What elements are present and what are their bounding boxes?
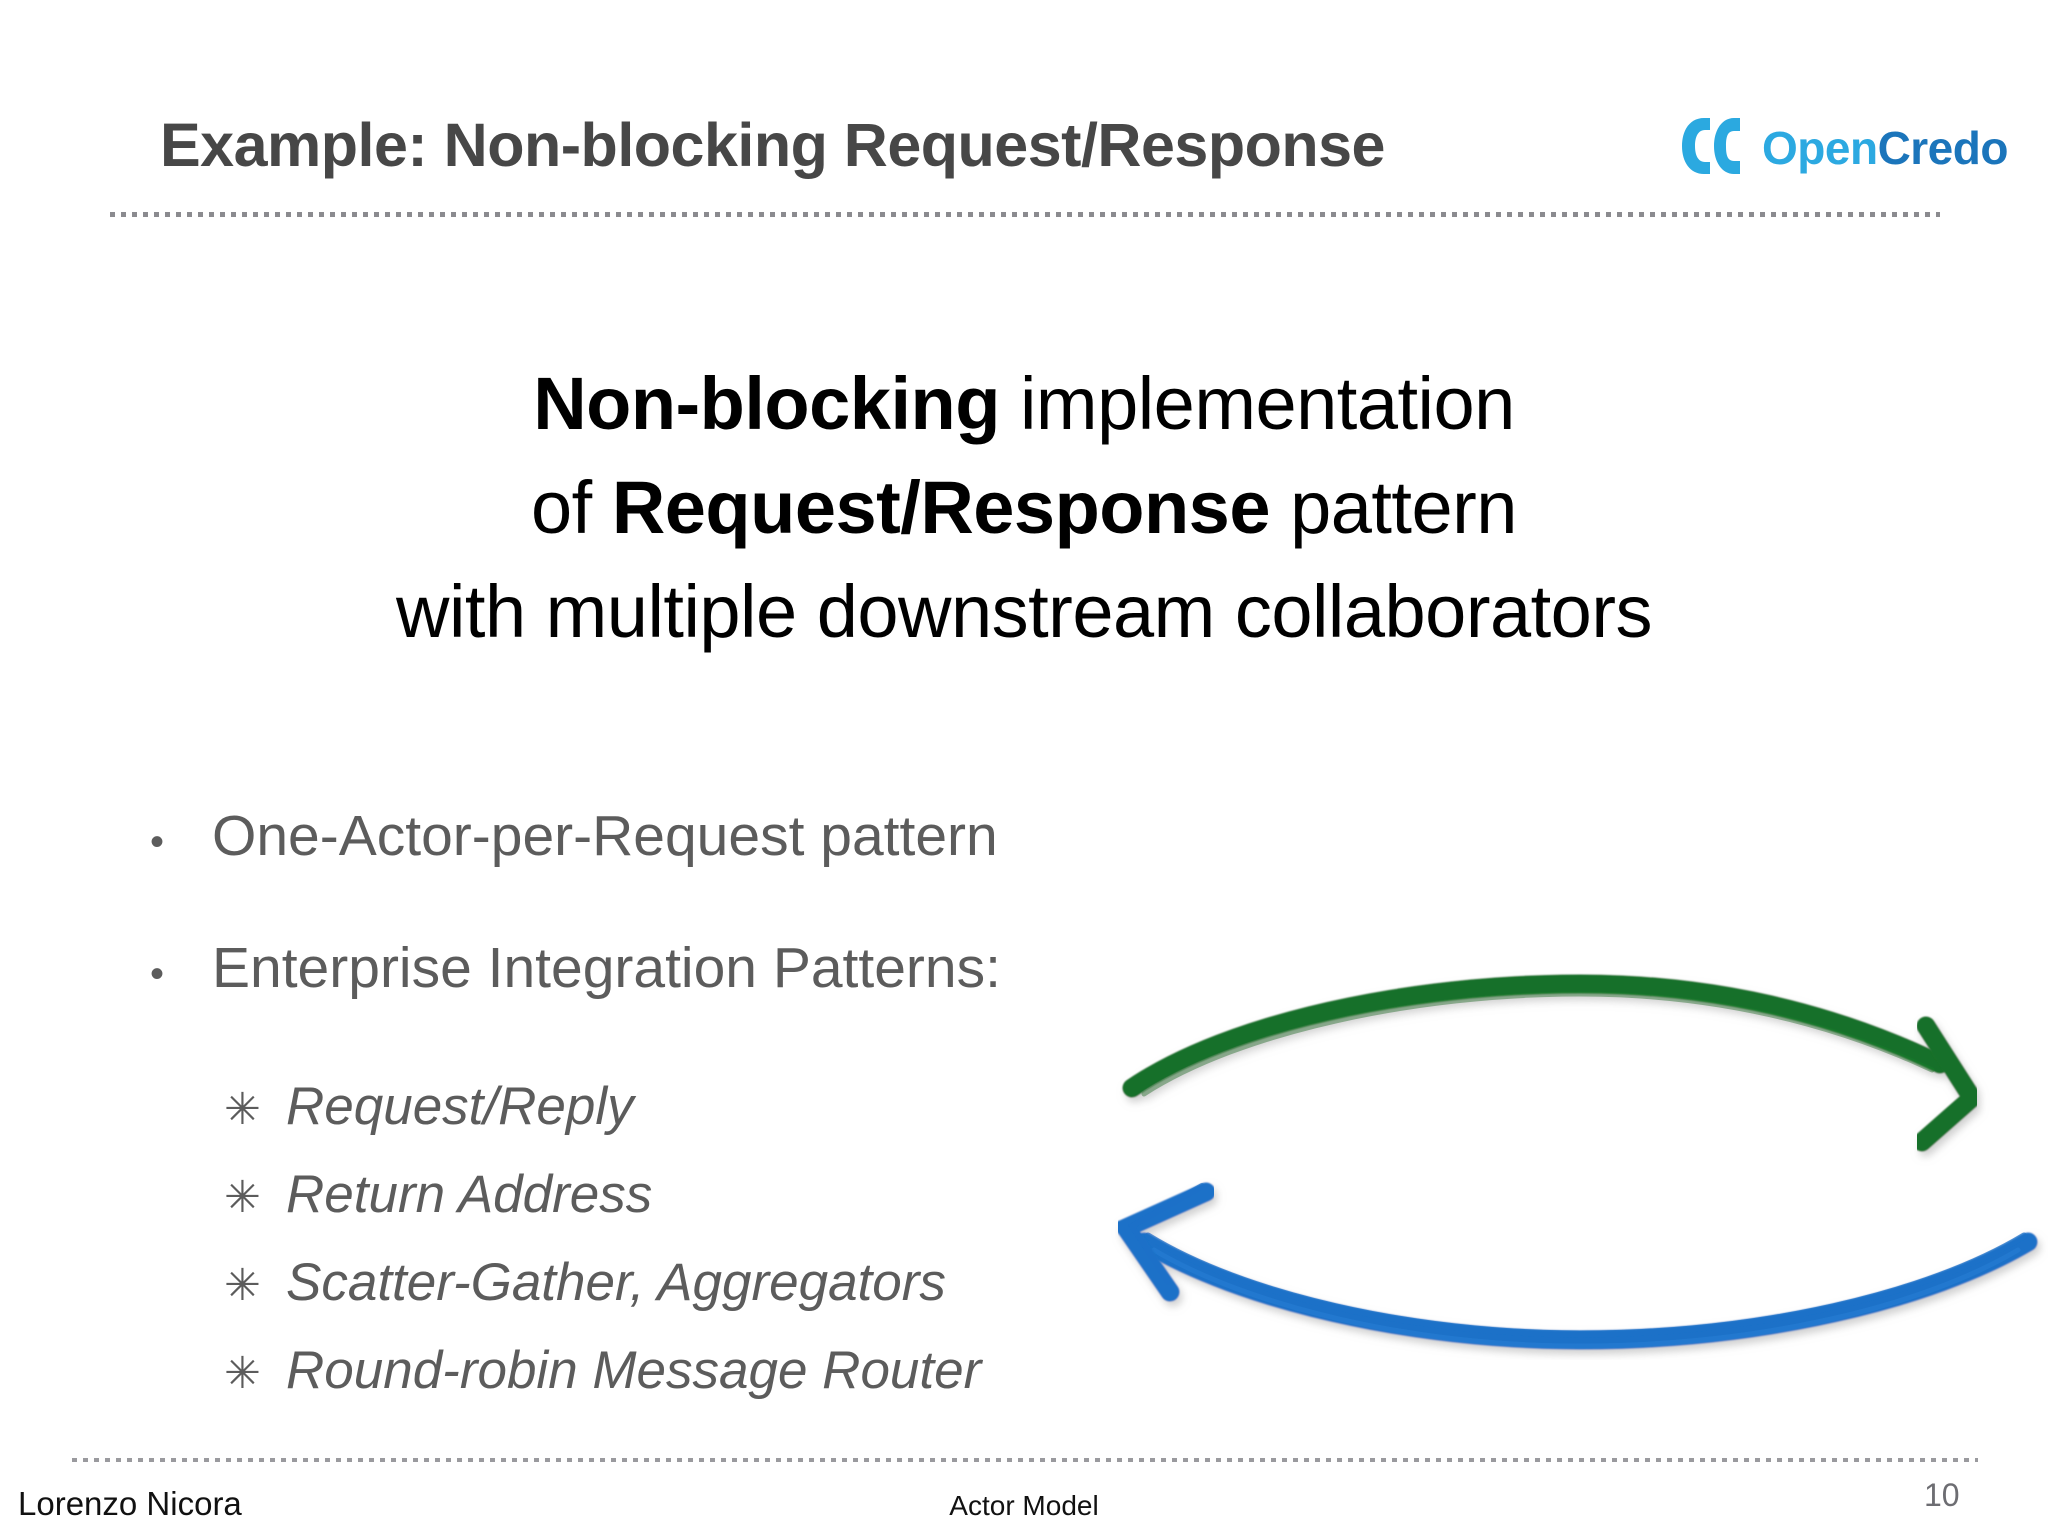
sub-list-item: ✳ Round-robin Message Router [224,1328,1350,1416]
logo-word-open: Open [1762,122,1878,174]
footer-divider [72,1458,1978,1462]
asterisk-icon: ✳ [224,1173,261,1222]
sub-list-item: ✳ Scatter-Gather, Aggregators [224,1240,1350,1328]
statement-line-1: Non-blocking implementation [0,352,2048,456]
list-item-label: One-Actor-per-Request pattern [212,804,998,868]
slide-header: Example: Non-blocking Request/Response O… [0,0,2048,225]
asterisk-icon: ✳ [224,1085,261,1134]
asterisk-icon: ✳ [224,1349,261,1398]
footer-author: Lorenzo Nicora [18,1485,242,1522]
curved-arrow-right-icon [1122,974,1985,1152]
oc-monogram-icon [1678,114,1744,183]
logo-wordmark: OpenCredo [1762,125,2008,171]
sub-list-item: ✳ Return Address [224,1152,1350,1240]
header-divider [110,212,1940,217]
statement-line-2-rest: pattern [1290,466,1517,549]
list-item: • One-Actor-per-Request pattern [150,800,1350,878]
bullet-dot-icon: • [150,820,165,864]
bullet-dot-icon: • [150,952,165,996]
curved-arrow-left-icon [1111,1182,2038,1350]
statement-line-2: of Request/Response pattern [0,456,2048,560]
sub-list-item: ✳ Request/Reply [224,1064,1350,1152]
sub-list-item-label: Scatter-Gather, Aggregators [286,1253,946,1312]
asterisk-icon: ✳ [224,1261,261,1310]
page-number: 10 [1924,1477,1960,1513]
list-item-label: Enterprise Integration Patterns: [212,936,1001,1000]
statement-line-1-bold: Non-blocking [533,362,1000,445]
sub-list-item-label: Round-robin Message Router [286,1341,982,1400]
logo-word-credo: Credo [1877,122,2009,174]
footer-deck-title: Actor Model [949,1490,1099,1521]
sub-list-item-label: Return Address [286,1165,653,1224]
list-item: • Enterprise Integration Patterns: [150,932,1350,1010]
opencredo-logo: OpenCredo [1678,112,2008,184]
page-title: Example: Non-blocking Request/Response [160,111,1385,179]
two-way-arrows-graphic [1110,970,2048,1360]
sub-bullet-list: ✳ Request/Reply ✳ Return Address ✳ Scatt… [224,1064,1350,1416]
bullet-list: • One-Actor-per-Request pattern • Enterp… [150,800,1350,1416]
statement-line-1-rest: implementation [1019,362,1515,445]
sub-list-item-label: Request/Reply [286,1077,634,1136]
statement-line-2-pre: of [531,466,592,549]
statement-line-3: with multiple downstream collaborators [396,570,1652,653]
statement-line-2-bold: Request/Response [611,466,1271,549]
statement-block: Non-blocking implementation of Request/R… [0,352,2048,664]
